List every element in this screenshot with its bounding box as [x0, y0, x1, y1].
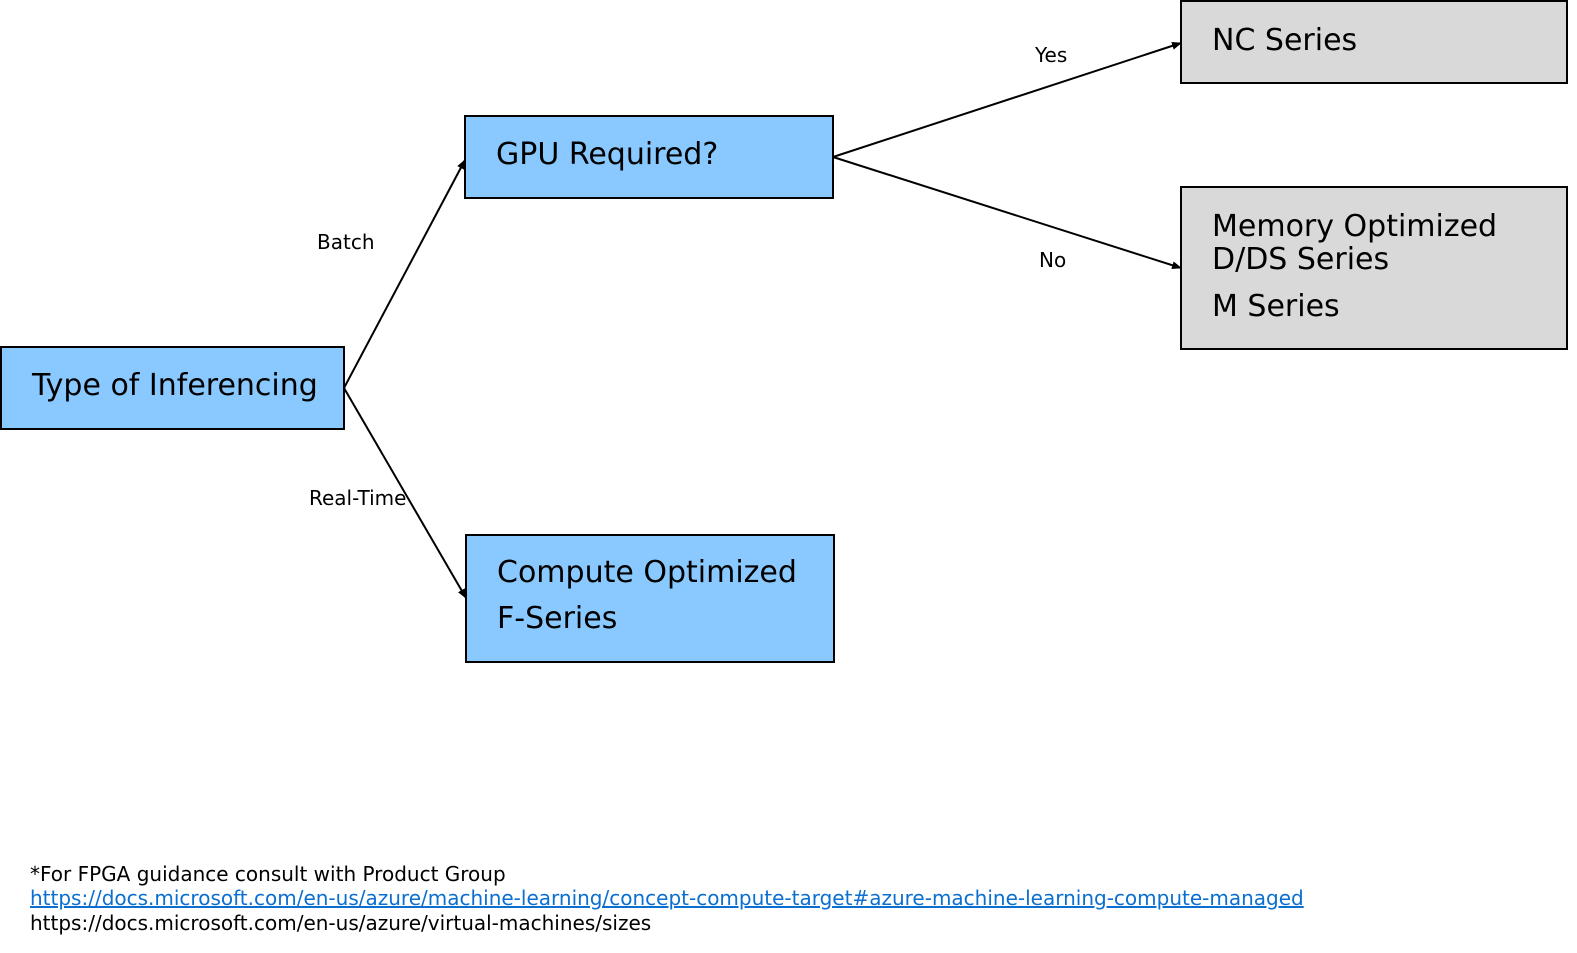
real-time-arrow — [343, 387, 467, 599]
memory-optimized-node: Memory Optimized D/DS Series M Series — [1180, 186, 1568, 350]
d-ds-series-label: D/DS Series — [1212, 242, 1390, 277]
batch-arrow — [343, 159, 466, 389]
yes-edge-label: Yes — [1035, 43, 1068, 67]
batch-edge-label: Batch — [317, 230, 375, 254]
yes-arrow — [832, 42, 1182, 158]
m-series-label: M Series — [1212, 289, 1340, 324]
type-of-inferencing-label: Type of Inferencing — [32, 368, 318, 403]
real-time-edge-label: Real-Time — [309, 486, 407, 510]
nc-series-label: NC Series — [1212, 23, 1358, 58]
no-arrow — [832, 156, 1182, 270]
compute-target-doc-link[interactable]: https://docs.microsoft.com/en-us/azure/m… — [30, 886, 1304, 910]
vm-sizes-doc-url: https://docs.microsoft.com/en-us/azure/v… — [30, 911, 652, 935]
f-series-label: F-Series — [497, 601, 618, 636]
gpu-required-node: GPU Required? — [464, 115, 834, 199]
memory-optimized-label: Memory Optimized — [1212, 209, 1498, 244]
type-of-inferencing-node: Type of Inferencing — [0, 346, 345, 430]
fpga-guidance-note: *For FPGA guidance consult with Product … — [30, 862, 506, 886]
compute-optimized-label: Compute Optimized — [497, 555, 797, 590]
gpu-required-label: GPU Required? — [496, 137, 719, 172]
nc-series-node: NC Series — [1180, 0, 1568, 84]
compute-optimized-node: Compute Optimized F-Series — [465, 534, 835, 663]
no-edge-label: No — [1039, 248, 1067, 272]
